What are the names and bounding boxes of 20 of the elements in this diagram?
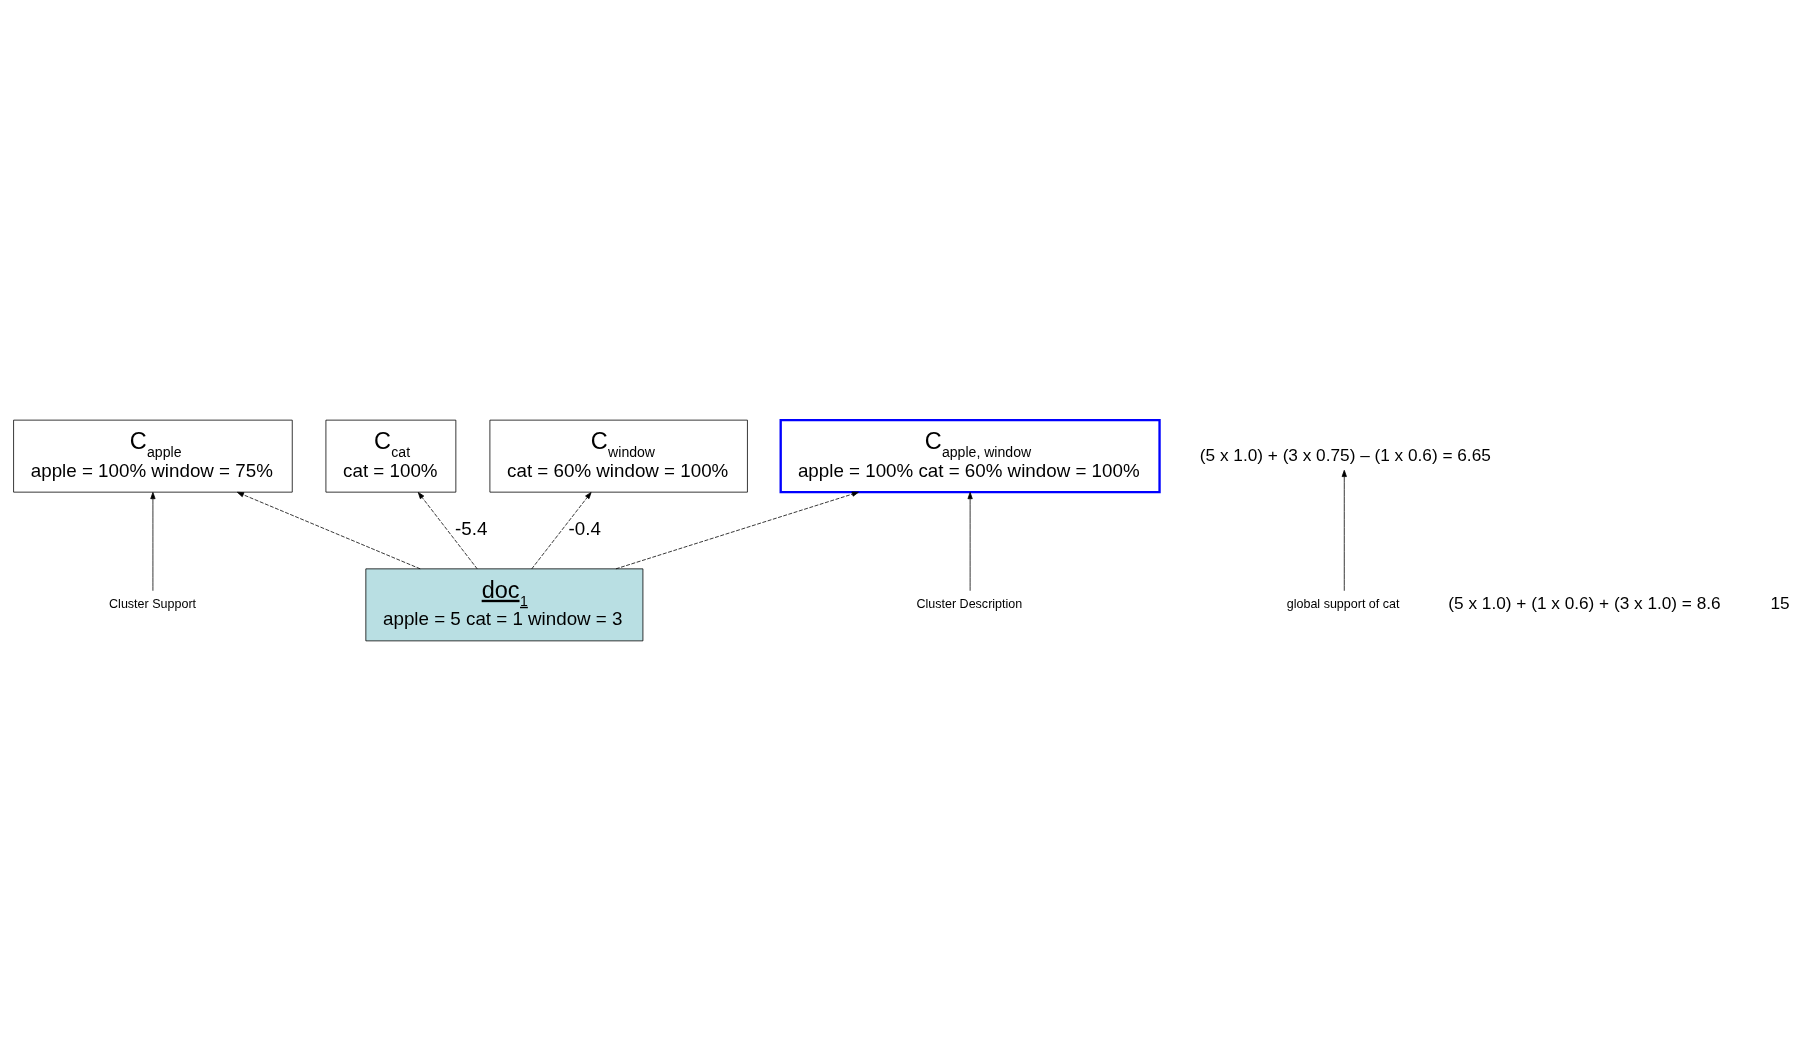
label: (5 x 1.0) + (1 x 0.6) + (3 x 1.0) = 8.6 xyxy=(1448,593,1721,614)
edge-label: -5.4 xyxy=(455,518,488,540)
arrow xyxy=(417,492,478,570)
node-text: Cluster Description xyxy=(916,596,1023,611)
node-text: (5 x 1.0) + (3 x 0.75) – (1 x 0.6) = 6.65 xyxy=(1199,444,1491,465)
arrow xyxy=(236,491,421,570)
node-box: doc$_{1}$ apple = 5 cat = 1 window = 3 xyxy=(365,568,644,642)
label: 15 xyxy=(1770,593,1790,614)
arrow xyxy=(1341,469,1347,592)
edge-label: -0.4 xyxy=(568,518,601,540)
node-box: C$_{cat}$ cat = 100% xyxy=(325,419,457,493)
arrow xyxy=(967,492,973,592)
node-box: C$_{window}$ cat = 60% window = 100% xyxy=(489,419,748,493)
node-text: global support of cat xyxy=(1286,596,1400,611)
node-box: C$_{apple}$ apple = 100% window = 75% xyxy=(13,419,293,493)
arrow xyxy=(615,491,859,570)
arrow xyxy=(531,492,592,570)
node-text: Cluster Support xyxy=(109,596,197,611)
arrow xyxy=(150,492,156,592)
node-box: C$_{apple, window}$ apple = 100% cat = 60% window = 100% xyxy=(779,418,1161,494)
